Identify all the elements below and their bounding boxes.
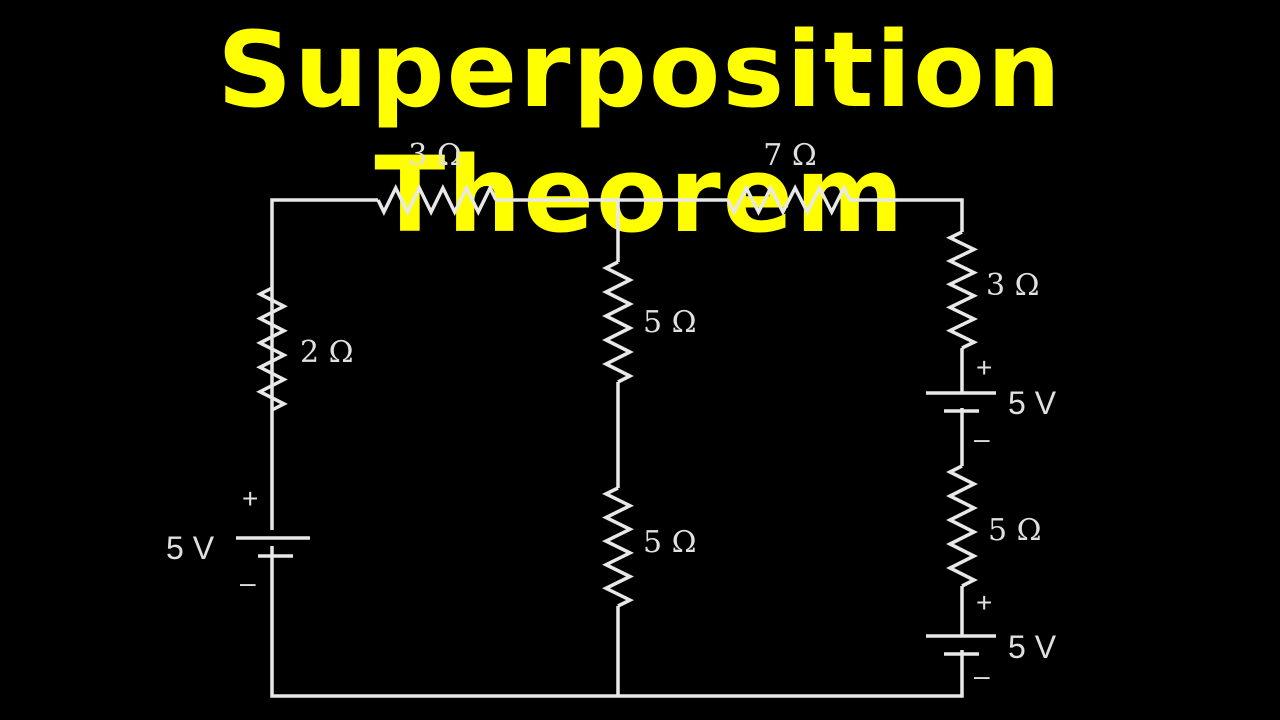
battery-left <box>236 536 310 558</box>
label-r-mid-lower: 5 Ω <box>643 525 697 560</box>
resistor-right-lower <box>946 464 978 588</box>
wire-bottom <box>270 546 964 698</box>
label-v-right-lower: 5 V <box>1008 629 1057 665</box>
label-r-right-lower: 5 Ω <box>988 513 1042 548</box>
label-r-top-right: 7 Ω <box>763 138 817 173</box>
resistor-left <box>256 286 288 412</box>
label-v-right-upper: 5 V <box>1008 385 1057 421</box>
resistor-mid-upper <box>602 260 634 384</box>
minus-sign-right-lower: – <box>974 660 990 691</box>
minus-sign-right-upper: – <box>974 423 990 454</box>
label-r-right-upper: 3 Ω <box>986 268 1040 303</box>
battery-right-upper <box>926 391 996 413</box>
resistor-top-right <box>726 184 852 216</box>
plus-sign-right-lower: + <box>976 587 992 618</box>
wire-left-top <box>270 198 378 530</box>
minus-sign-left: – <box>240 567 256 598</box>
resistor-right-upper <box>945 230 979 350</box>
label-v-left: 5 V <box>166 530 215 566</box>
plus-sign-right-upper: + <box>976 352 992 383</box>
label-r-left: 2 Ω <box>300 335 354 370</box>
resistor-mid-lower <box>602 486 634 608</box>
label-r-mid-upper: 5 Ω <box>643 305 697 340</box>
wire-top-right <box>850 198 964 232</box>
resistor-top-left <box>376 184 498 216</box>
label-r-top-left: 3 Ω <box>408 138 462 173</box>
plus-sign-left: + <box>242 483 258 514</box>
battery-right-lower <box>926 634 996 656</box>
